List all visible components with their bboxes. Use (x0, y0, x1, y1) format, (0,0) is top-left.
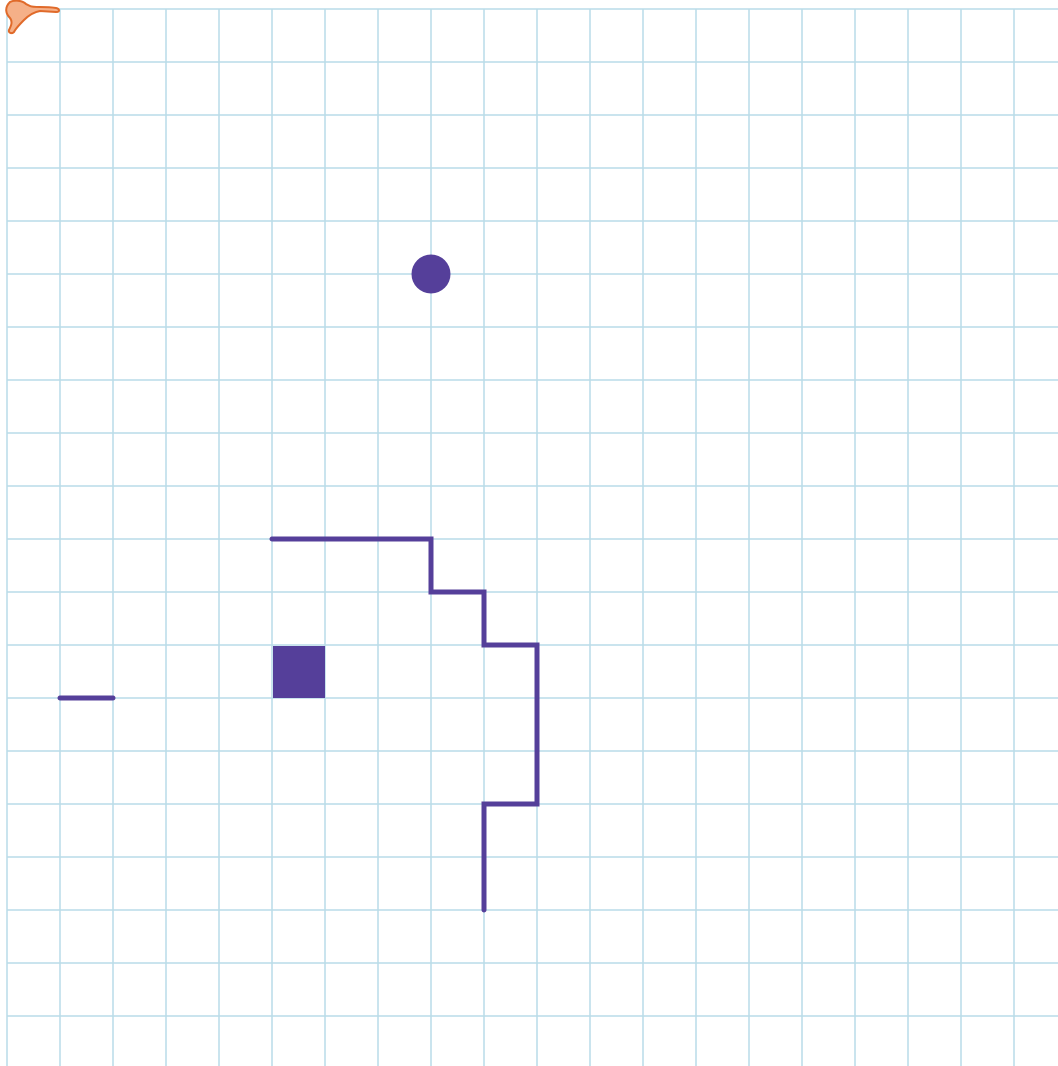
filled-square-piece[interactable] (273, 646, 325, 698)
staircase-path-piece[interactable] (272, 539, 537, 910)
pieces-layer (60, 255, 537, 911)
character-hand-shape (6, 1, 59, 33)
grid-lines (7, 9, 1058, 1066)
circle-dot-piece[interactable] (412, 255, 451, 294)
character-peek-icon (0, 0, 64, 36)
